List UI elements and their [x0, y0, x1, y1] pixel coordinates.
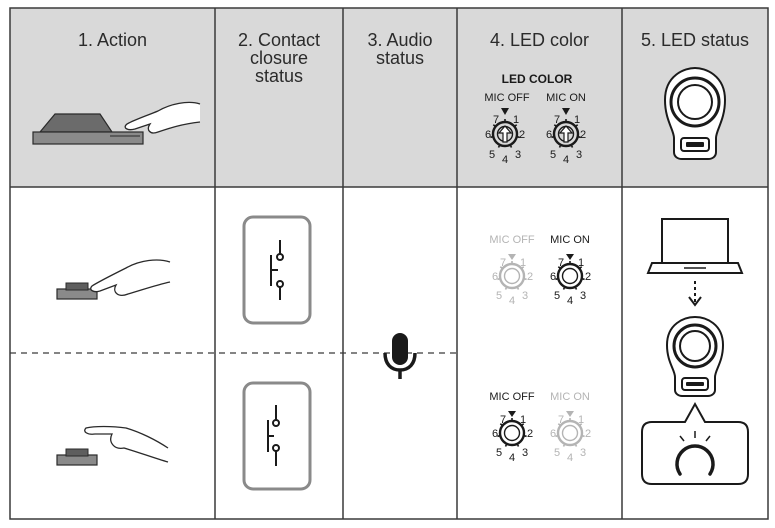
dial-number-7: 7 [554, 114, 560, 126]
dial-number-3: 3 [580, 290, 586, 302]
dial-number-2: 2 [580, 129, 586, 141]
dial-number-3: 3 [580, 447, 586, 459]
dial-number-4: 4 [509, 452, 515, 464]
dial-number-4: 4 [563, 154, 569, 166]
dial-number-1: 1 [513, 114, 519, 126]
dial-number-1: 1 [578, 414, 584, 426]
dial-number-6: 6 [546, 129, 552, 141]
led-status-device [665, 315, 725, 397]
dial-number-6: 6 [550, 428, 556, 440]
column-header-contact-closure: 2. Contact closure status [215, 31, 343, 85]
led-color-header-dials [489, 108, 582, 149]
header-line: 5. LED status [640, 30, 750, 50]
dial-number-1: 1 [578, 257, 584, 269]
dial-number-6: 6 [492, 271, 498, 283]
contact-open-symbol [242, 381, 312, 491]
dial-number-5: 5 [554, 447, 560, 459]
dial-number-7: 7 [500, 414, 506, 426]
row1-dial-labels: MIC OFF MIC ON 7 1 6 2 5 4 3 7 1 6 2 5 4… [489, 234, 591, 307]
microphone-icon [383, 333, 417, 379]
mic-off-label: MIC OFF [489, 234, 534, 246]
contact-closed-symbol [242, 215, 312, 325]
dial-number-4: 4 [509, 295, 515, 307]
led-color-title: LED COLOR [502, 72, 573, 86]
column-header-led-color: 4. LED color [457, 31, 622, 49]
led-status-header-device [663, 66, 727, 160]
dial-number-7: 7 [558, 414, 564, 426]
dial-number-5: 5 [550, 149, 556, 161]
dial-number-3: 3 [522, 290, 528, 302]
header-line: closure [249, 48, 309, 68]
mic-off-label: MIC OFF [484, 92, 529, 104]
dial-number-1: 1 [574, 114, 580, 126]
dial-number-2: 2 [519, 129, 525, 141]
dial-number-3: 3 [522, 447, 528, 459]
header-line: 2. Contact [237, 30, 321, 50]
column-header-led-status: 5. LED status [622, 31, 768, 49]
mic-on-label: MIC ON [550, 391, 590, 403]
header-dial-labels: LED COLOR MIC OFF MIC ON 7 1 6 2 5 4 3 7… [484, 72, 586, 166]
dial-number-2: 2 [527, 271, 533, 283]
action-press-illustration [56, 259, 171, 300]
column-header-audio-status: 3. Audio status [343, 31, 457, 67]
dial-number-5: 5 [496, 447, 502, 459]
laptop-icon [646, 218, 744, 274]
header-band [10, 8, 768, 187]
header-line: 3. Audio [367, 30, 433, 50]
header-line: 1. Action [77, 30, 148, 50]
header-line: status [254, 66, 304, 86]
dial-number-6: 6 [485, 129, 491, 141]
dial-number-3: 3 [515, 149, 521, 161]
header-line: status [375, 48, 425, 68]
dial-number-2: 2 [585, 428, 591, 440]
dial-number-5: 5 [554, 290, 560, 302]
column-header-action: 1. Action [10, 31, 215, 49]
dial-number-1: 1 [520, 257, 526, 269]
mic-on-label: MIC ON [550, 234, 590, 246]
led-color-row1-dials [496, 254, 586, 291]
dial-number-2: 2 [585, 271, 591, 283]
dial-number-7: 7 [558, 257, 564, 269]
dial-number-6: 6 [550, 271, 556, 283]
dial-number-5: 5 [496, 290, 502, 302]
action-release-illustration [56, 425, 169, 466]
signal-arrow [688, 281, 702, 307]
dial-number-5: 5 [489, 149, 495, 161]
dial-number-2: 2 [527, 428, 533, 440]
dial-number-7: 7 [500, 257, 506, 269]
header-line: 4. LED color [489, 30, 590, 50]
dial-number-7: 7 [493, 114, 499, 126]
led-color-row2-dials [496, 411, 586, 448]
action-header-illustration [32, 101, 201, 145]
row2-dial-labels: MIC OFF MIC ON 7 1 6 2 5 4 3 7 1 6 2 5 4… [489, 391, 591, 464]
dial-number-1: 1 [520, 414, 526, 426]
dial-number-4: 4 [502, 154, 508, 166]
mic-off-label: MIC OFF [489, 391, 534, 403]
dial-number-6: 6 [492, 428, 498, 440]
led-ring-callout [641, 401, 749, 485]
dial-number-4: 4 [567, 452, 573, 464]
mic-on-label: MIC ON [546, 92, 586, 104]
table-grid [9, 7, 769, 520]
dial-number-3: 3 [576, 149, 582, 161]
dial-number-4: 4 [567, 295, 573, 307]
